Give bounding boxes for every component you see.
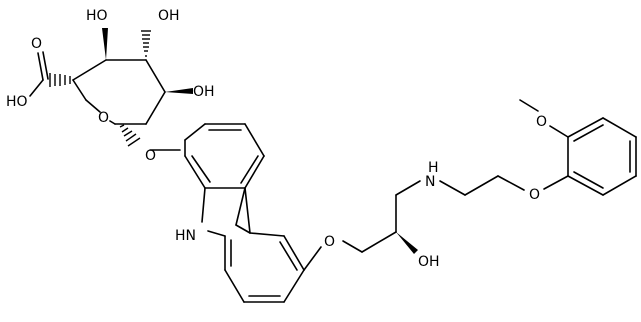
methoxyphenyl-ring <box>519 99 637 196</box>
methoxy-oxygen-label: O <box>536 114 547 130</box>
hydroxyl-label: OH <box>158 8 180 24</box>
atom-labels: HO OH OH O HO O O HN O OH N H O O <box>6 8 547 270</box>
glycosidic-oxygen-label: O <box>145 148 156 164</box>
glucuronic-acid-ring <box>72 59 166 125</box>
aryl-ether-oxygen-label: O <box>529 187 540 203</box>
hashed-bond <box>141 30 151 57</box>
carbazole-nh-label: HN <box>175 228 196 244</box>
side-chain <box>303 175 569 271</box>
hydroxyl-label: OH <box>193 84 215 100</box>
ring-substituents <box>29 28 193 151</box>
chain-hydroxyl-label: OH <box>418 254 440 270</box>
amine-nitrogen-label: N <box>425 174 435 190</box>
carbazole-core <box>184 123 305 303</box>
hydroxyl-label: HO <box>86 8 108 24</box>
ether-oxygen-label: O <box>324 234 335 250</box>
ring-oxygen-label: O <box>98 110 109 126</box>
carboxyl-hydroxyl-label: HO <box>6 94 28 110</box>
amine-hydrogen-label: H <box>428 160 439 176</box>
hashed-bond-glycosidic <box>119 124 141 147</box>
hashed-bond-carboxyl <box>49 73 71 87</box>
carbonyl-oxygen-label: O <box>31 36 42 52</box>
